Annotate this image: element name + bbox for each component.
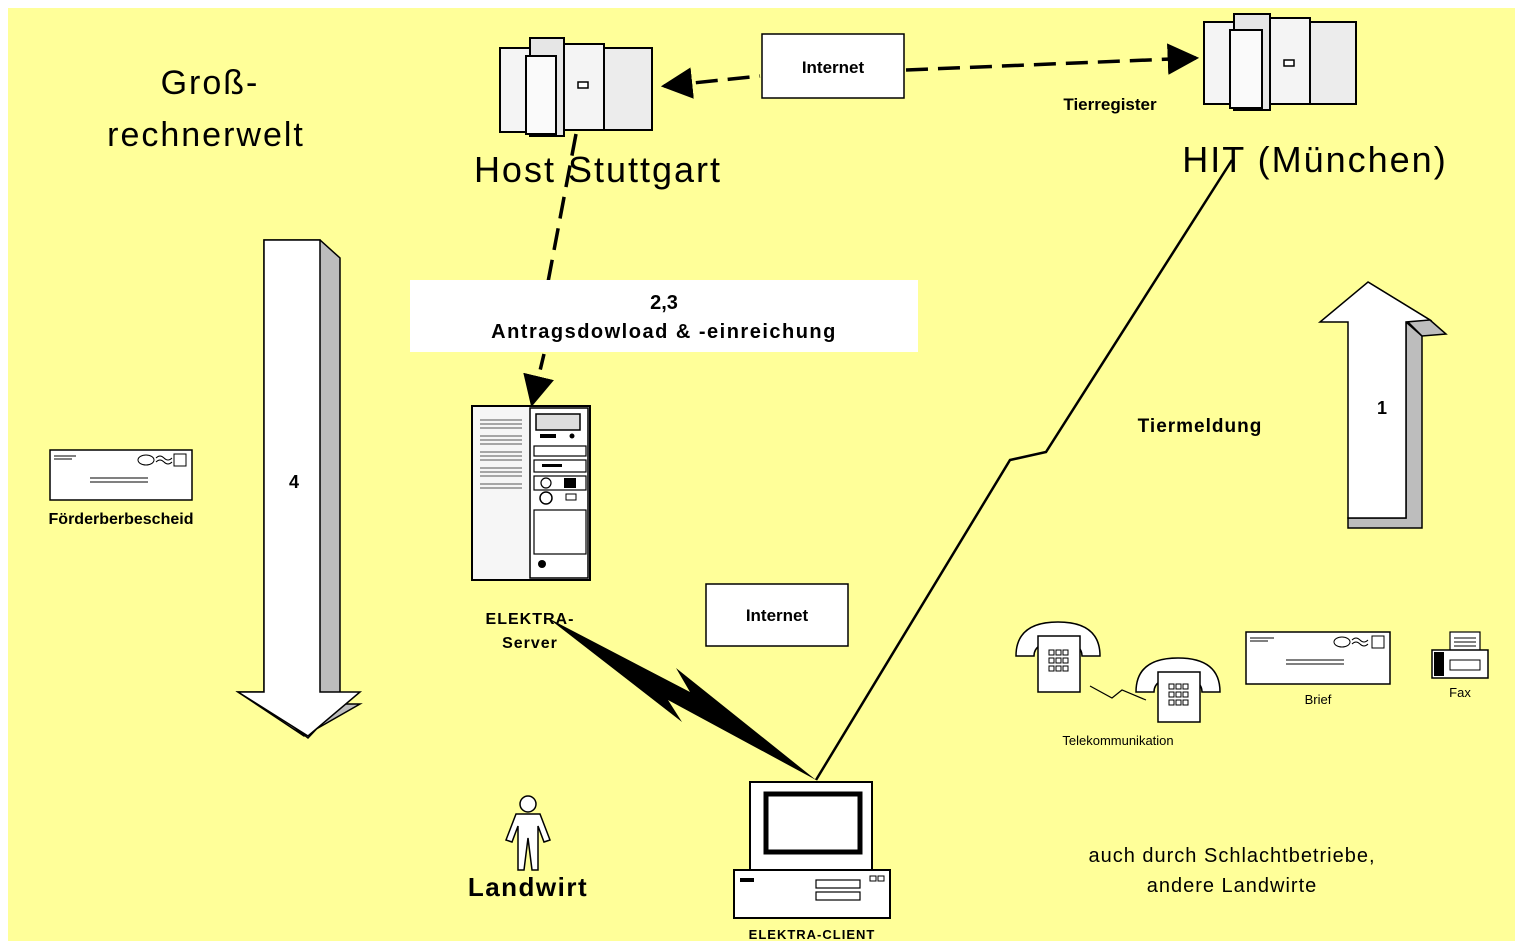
antrag-text-label: Antragsdowload & -einreichung <box>491 321 837 343</box>
landwirt-label: Landwirt <box>468 872 588 902</box>
elektra-server-label-line1: ELEKTRA- <box>486 611 575 628</box>
elektra-client-label: ELEKTRA-CLIENT <box>749 927 876 942</box>
elektra-server-label-line2: Server <box>502 635 558 652</box>
grossrechnerwelt-title-line2: rechnerwelt <box>107 116 305 154</box>
mainframe-icon <box>499 37 653 137</box>
schlachtbetriebe-line1: auch durch Schlachtbetriebe, <box>1088 845 1375 867</box>
mainframe-icon <box>1203 13 1357 111</box>
antrag-box <box>410 280 918 352</box>
host-stuttgart-label: Host Stuttgart <box>474 149 722 190</box>
hit-muenchen-label: HIT (München) <box>1182 139 1447 180</box>
internet-label-middle: Internet <box>746 606 809 625</box>
tierregister-label: Tierregister <box>1063 95 1157 114</box>
schlachtbetriebe-line2: andere Landwirte <box>1147 875 1318 897</box>
envelope-icon <box>49 449 193 501</box>
dashed-link-host-internet <box>660 67 761 99</box>
upload-arrow-1 <box>1317 281 1448 529</box>
antrag-number-label: 2,3 <box>650 292 678 314</box>
telephone-link-line <box>1089 685 1147 701</box>
telekommunikation-label: Telekommunikation <box>1062 733 1173 748</box>
dashed-link-host-server-lower <box>523 353 554 408</box>
envelope-icon <box>1245 631 1391 685</box>
internet-box-top <box>761 33 905 99</box>
foerderbescheid-label: Förderberbescheid <box>49 511 194 528</box>
grossrechnerwelt-title-line1: Groß- <box>161 64 260 102</box>
brief-label: Brief <box>1305 692 1332 707</box>
connection-lines <box>523 43 1234 781</box>
download-arrow-4 <box>235 239 363 740</box>
internet-box-middle <box>705 583 849 647</box>
fax-label: Fax <box>1449 685 1471 700</box>
desktop-computer-icon <box>733 781 891 919</box>
person-icon <box>505 795 551 871</box>
telephone-icon <box>1135 657 1221 723</box>
step-4-label: 4 <box>289 472 299 492</box>
step-1-label: 1 <box>1377 398 1387 418</box>
internet-label-top: Internet <box>802 58 865 77</box>
tiermeldung-label: Tiermeldung <box>1138 416 1263 437</box>
lightning-link-icon <box>814 159 1234 781</box>
lightning-link-icon <box>548 618 816 780</box>
fax-icon <box>1431 631 1489 679</box>
dashed-link-host-server-upper <box>546 133 578 283</box>
telephone-icon <box>1015 621 1101 693</box>
server-tower-icon <box>471 405 591 581</box>
dashed-link-internet-hit <box>905 43 1200 75</box>
